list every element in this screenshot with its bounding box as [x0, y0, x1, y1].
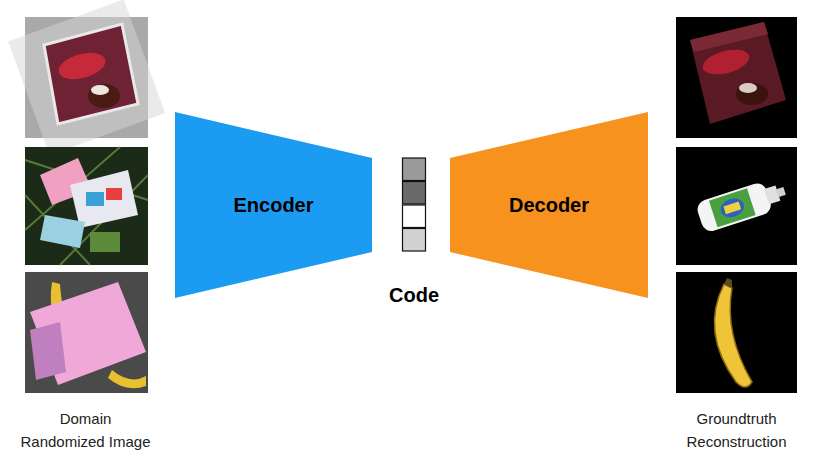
art-shape	[108, 370, 146, 388]
code-cell	[403, 182, 426, 205]
caption-label: Domain Randomized Image	[18, 407, 153, 453]
node-label: Decoder	[509, 193, 589, 217]
art-shape	[676, 272, 797, 393]
art-shape	[70, 170, 138, 228]
art-shape	[718, 196, 746, 221]
art-shape	[25, 272, 148, 393]
art-shape	[690, 22, 786, 124]
code-cell	[403, 229, 426, 252]
output-image	[676, 147, 797, 265]
input-image	[8, 0, 165, 155]
art-shape	[676, 147, 797, 265]
code-vector: Code	[379, 156, 449, 310]
art-shape	[86, 192, 104, 206]
encoder-trapezoid: Encoder	[175, 112, 372, 298]
decoder-trapezoid: Decoder	[450, 112, 648, 298]
art-shape	[676, 17, 797, 138]
art-shape	[695, 181, 773, 234]
output-image	[676, 272, 797, 393]
code-cell	[403, 158, 426, 181]
art-shape	[709, 188, 756, 227]
art-shape	[106, 188, 122, 200]
art-shape	[724, 278, 732, 288]
art-shape	[40, 215, 85, 248]
trapezoid	[450, 112, 648, 298]
node-label: Encoder	[233, 193, 313, 217]
art-shape	[739, 83, 757, 93]
art-shape	[44, 24, 138, 124]
art-shape	[690, 22, 768, 52]
caption-label: Groundtruth Reconstruction	[669, 407, 804, 453]
output-image	[676, 17, 797, 138]
art-shape	[90, 232, 120, 252]
art-shape	[30, 282, 146, 385]
code-cell	[403, 205, 426, 228]
node-label: Code	[389, 283, 439, 307]
art-shape	[25, 147, 148, 265]
art-shape	[91, 85, 109, 95]
trapezoid	[175, 112, 372, 298]
art-shape	[700, 45, 752, 79]
input-image	[25, 147, 148, 265]
art-shape	[30, 322, 66, 380]
art-shape	[25, 147, 148, 265]
art-shape	[714, 284, 752, 387]
art-shape	[776, 187, 786, 197]
art-shape	[88, 84, 120, 108]
art-shape	[8, 0, 165, 155]
art-shape	[736, 83, 768, 105]
input-image	[25, 272, 148, 393]
art-shape	[56, 48, 109, 84]
art-shape	[723, 202, 741, 215]
art-shape	[695, 176, 790, 234]
